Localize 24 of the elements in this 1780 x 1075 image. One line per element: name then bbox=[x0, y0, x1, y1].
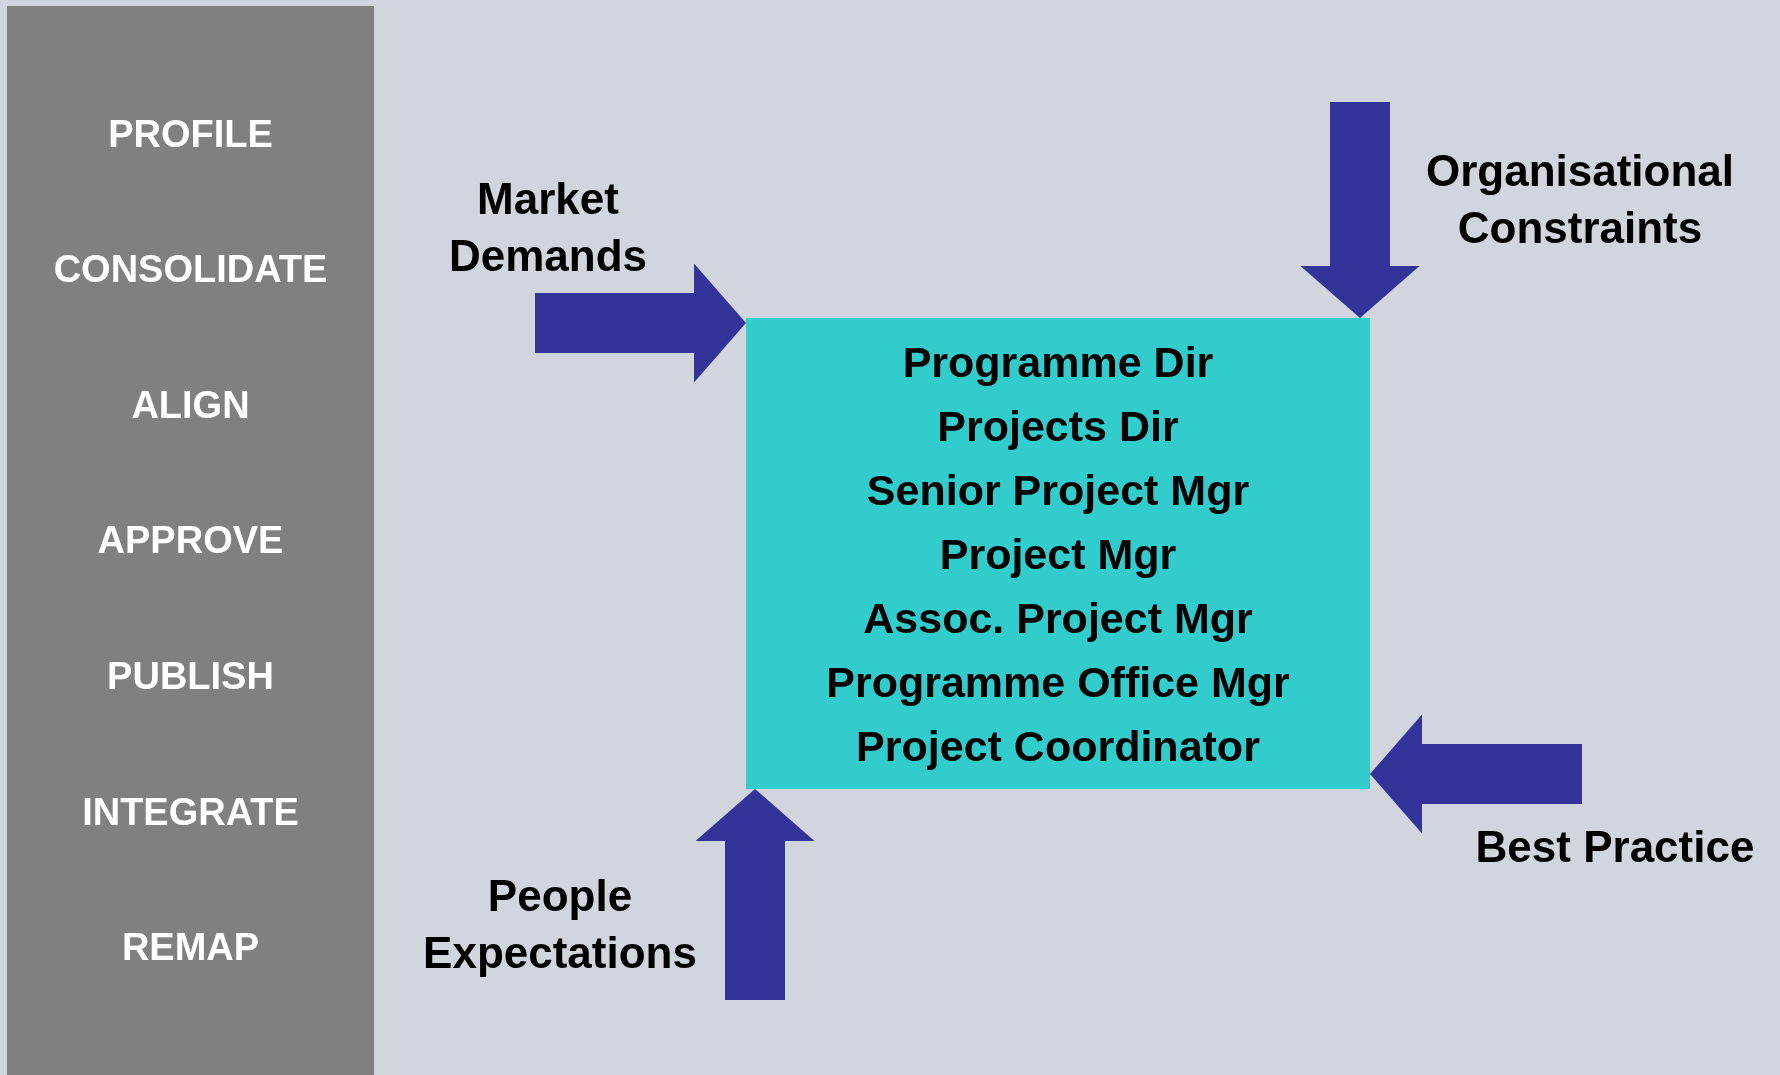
stage-label: PUBLISH bbox=[107, 657, 274, 696]
role-title: Senior Project Mgr bbox=[866, 464, 1250, 516]
stage-panel bbox=[7, 6, 374, 1075]
stage-label: PROFILE bbox=[108, 114, 273, 153]
stage-label: APPROVE bbox=[97, 521, 284, 560]
stage-label: ALIGN bbox=[131, 385, 250, 424]
block-arrow bbox=[535, 263, 746, 383]
stage-label: CONSOLIDATE bbox=[53, 250, 328, 289]
block-arrow bbox=[695, 789, 815, 1000]
edge-label: Best Practice bbox=[1475, 822, 1755, 871]
edge-label: Market Demands bbox=[448, 174, 648, 280]
edge-label: Organisational Constraints bbox=[1425, 146, 1735, 252]
role-title: Programme Dir bbox=[902, 336, 1214, 388]
role-title: Projects Dir bbox=[937, 400, 1179, 452]
role-title: Assoc. Project Mgr bbox=[863, 592, 1253, 644]
role-box bbox=[746, 318, 1370, 789]
stage-label: REMAP bbox=[121, 928, 260, 967]
block-arrow bbox=[1300, 102, 1420, 318]
block-arrow bbox=[1370, 714, 1582, 834]
stage-label: INTEGRATE bbox=[82, 792, 299, 831]
role-title: Project Coordinator bbox=[856, 720, 1260, 772]
edge-label: People Expectations bbox=[423, 871, 697, 977]
role-title: Programme Office Mgr bbox=[826, 656, 1290, 708]
role-title: Project Mgr bbox=[939, 528, 1177, 580]
